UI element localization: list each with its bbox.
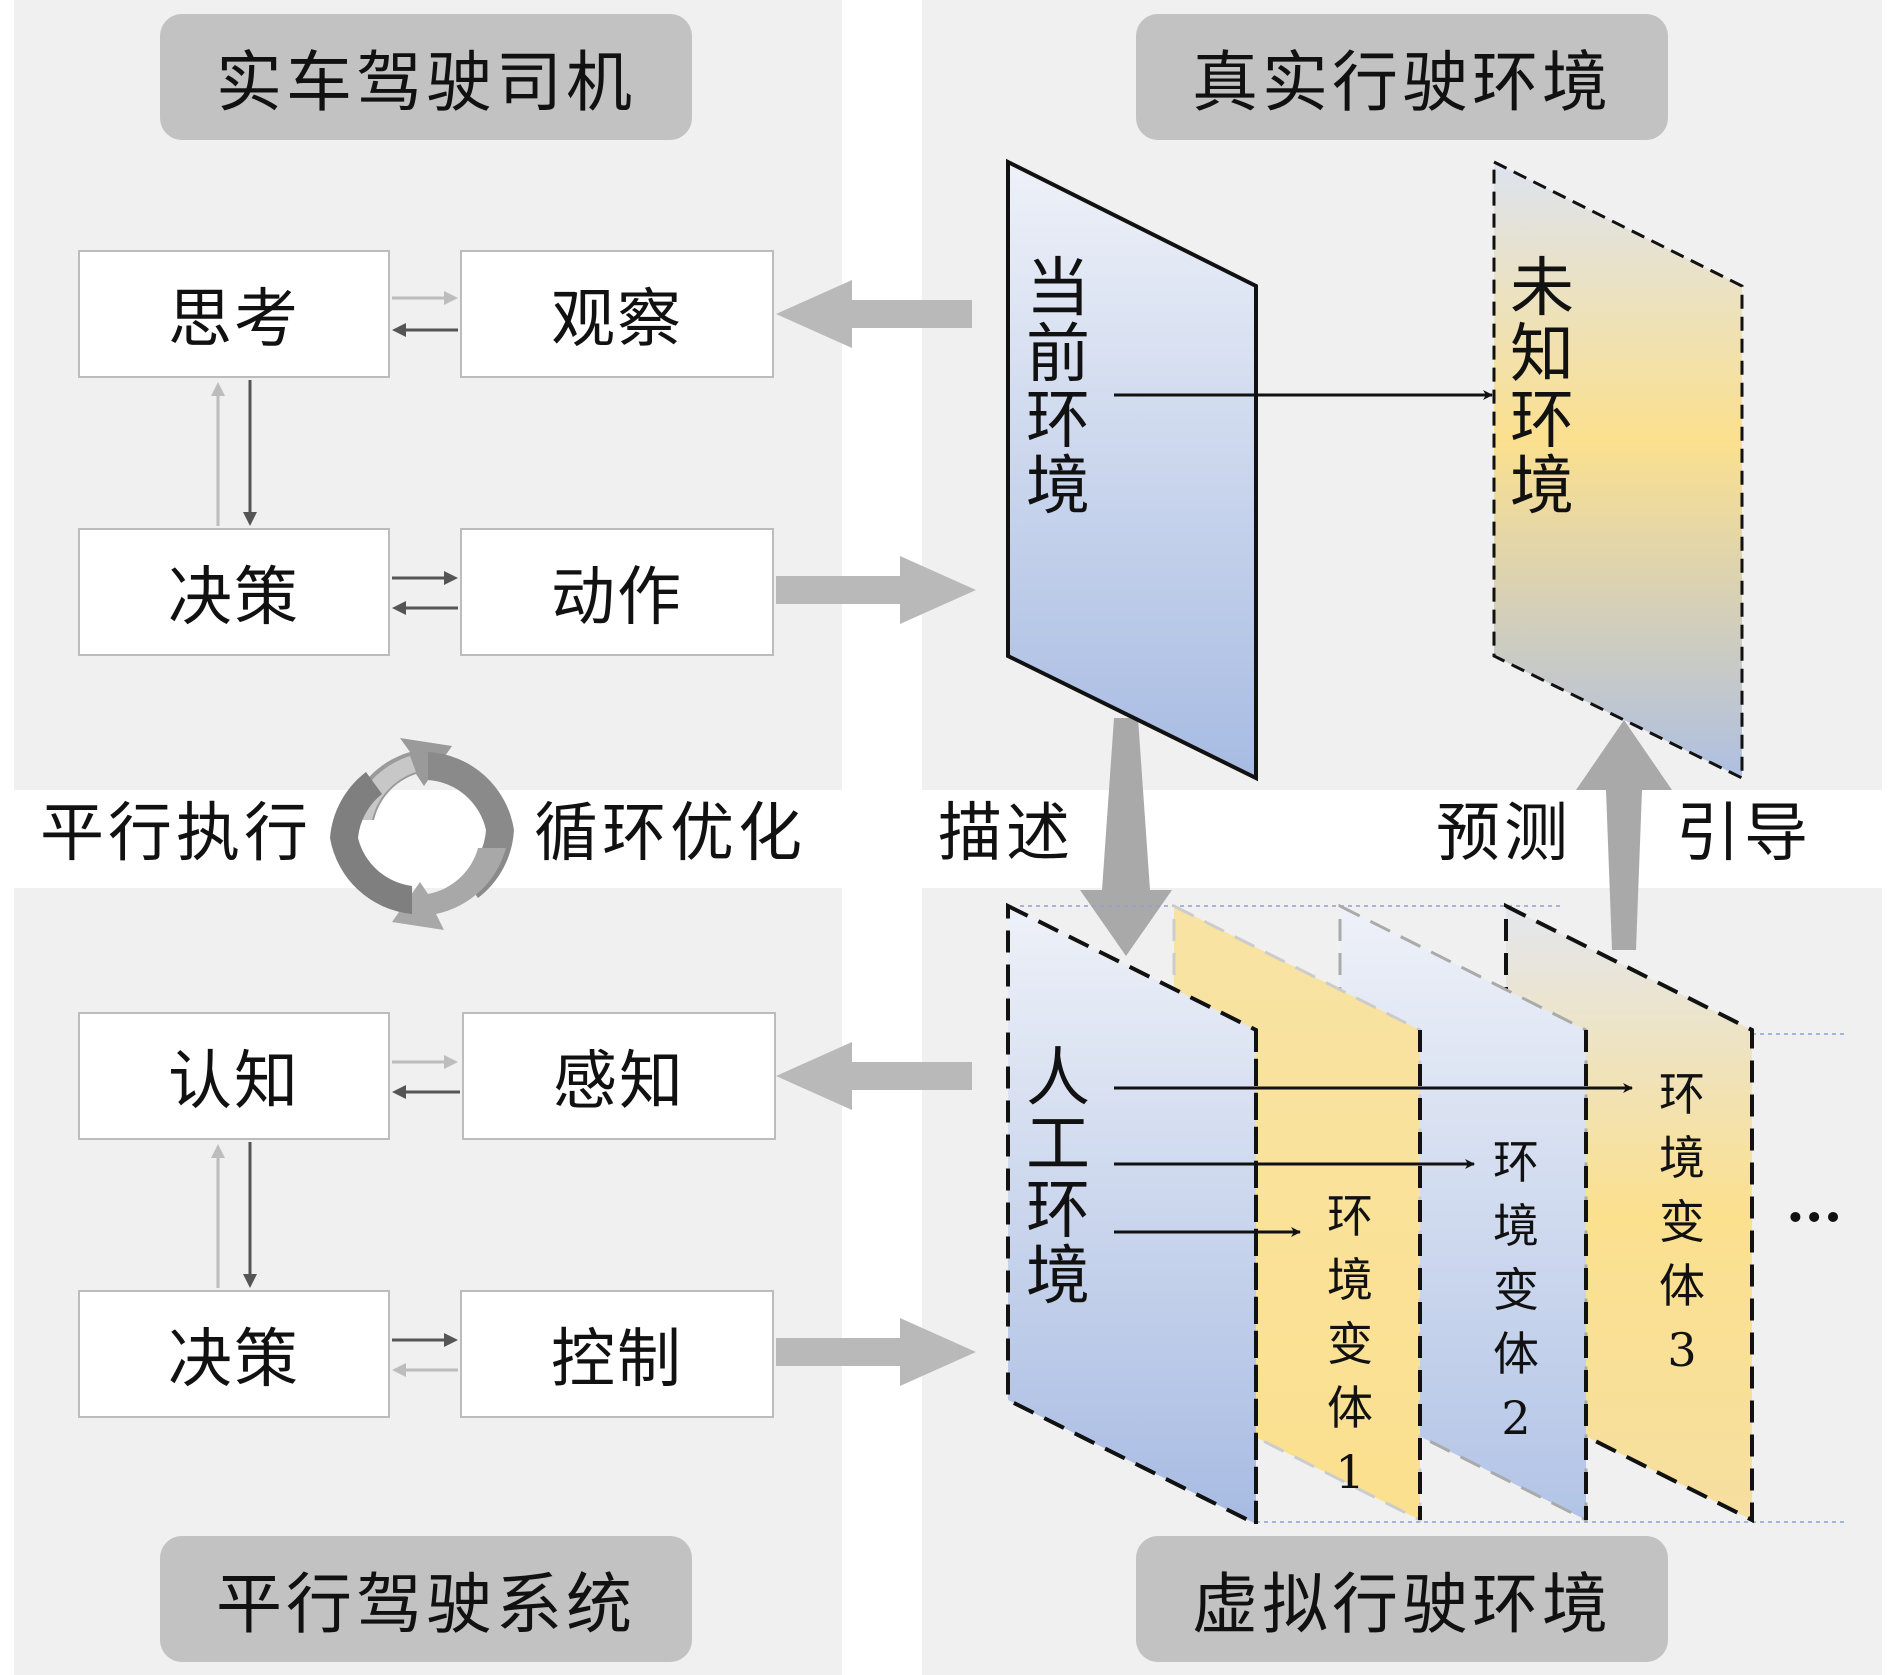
current-env-char: 当 bbox=[1026, 252, 1090, 326]
system-title: 平行驾驶系统 bbox=[160, 1536, 692, 1662]
act-output-arrow bbox=[776, 556, 976, 624]
variant1-char: 环 bbox=[1327, 1189, 1373, 1243]
loop-opt-label: 循环优化 bbox=[534, 797, 806, 871]
perception-box: 感知 bbox=[462, 1012, 776, 1140]
variant1-char: 境 bbox=[1327, 1253, 1373, 1307]
driver-title: 实车驾驶司机 bbox=[160, 14, 692, 140]
control-box: 控制 bbox=[460, 1290, 774, 1418]
variant3-char: 变 bbox=[1659, 1195, 1705, 1249]
block-arrows bbox=[776, 280, 1672, 1386]
current-env-panel bbox=[1006, 158, 1258, 782]
artificial-env-char: 人 bbox=[1026, 1042, 1090, 1116]
variant1-char: 变 bbox=[1327, 1317, 1373, 1371]
describe-arrow bbox=[1080, 718, 1172, 956]
variant3-char: 境 bbox=[1659, 1131, 1705, 1185]
variant2-char: 环 bbox=[1493, 1135, 1539, 1189]
perception-input-arrow bbox=[776, 1042, 972, 1110]
current-env-char: 环 bbox=[1026, 384, 1090, 458]
think-box: 思考 bbox=[78, 250, 390, 378]
variant1-char: 体 bbox=[1327, 1381, 1373, 1435]
unknown-env-char: 知 bbox=[1510, 318, 1574, 392]
system-internal-arrows bbox=[211, 1055, 460, 1377]
variant2-char: 体 bbox=[1493, 1327, 1539, 1381]
variant2-char: 境 bbox=[1493, 1199, 1539, 1253]
current-env-char: 境 bbox=[1026, 450, 1090, 524]
variant3-char: 环 bbox=[1659, 1067, 1705, 1121]
predict-label: 预测 bbox=[1436, 797, 1572, 871]
driver-decide-box: 决策 bbox=[78, 528, 390, 656]
observe-box: 观察 bbox=[460, 250, 774, 378]
variant3-char: 体 bbox=[1659, 1259, 1705, 1313]
loop-icon bbox=[330, 738, 514, 930]
observe-input-arrow bbox=[776, 280, 972, 348]
unknown-env-panel bbox=[1492, 159, 1744, 781]
unknown-env-char: 未 bbox=[1510, 252, 1574, 326]
driver-internal-arrows bbox=[211, 291, 458, 615]
guide-label: 引导 bbox=[1676, 797, 1812, 871]
unknown-env-char: 境 bbox=[1510, 450, 1574, 524]
variant2-char: 变 bbox=[1493, 1263, 1539, 1317]
describe-label: 描述 bbox=[938, 797, 1074, 871]
variant1-char: 1 bbox=[1335, 1445, 1364, 1499]
guide-arrow bbox=[1576, 720, 1672, 950]
real-env-title: 真实行驶环境 bbox=[1136, 14, 1668, 140]
artificial-env-char: 境 bbox=[1026, 1240, 1090, 1314]
virtual-env-title: 虚拟行驶环境 bbox=[1136, 1536, 1668, 1662]
variant3-char: 3 bbox=[1667, 1323, 1696, 1377]
act-box: 动作 bbox=[460, 528, 774, 656]
artificial-env-panel bbox=[1006, 902, 1258, 1528]
unknown-env-char: 环 bbox=[1510, 384, 1574, 458]
parallel-exec-label: 平行执行 bbox=[40, 797, 312, 871]
system-decide-box: 决策 bbox=[78, 1290, 390, 1418]
cognition-box: 认知 bbox=[78, 1012, 390, 1140]
artificial-env-char: 环 bbox=[1026, 1174, 1090, 1248]
ellipsis-label: ··· bbox=[1786, 1185, 1842, 1249]
artificial-env-char: 工 bbox=[1026, 1108, 1090, 1182]
virtual-env-stack bbox=[1006, 902, 1844, 1528]
variant2-char: 2 bbox=[1501, 1391, 1530, 1445]
control-output-arrow bbox=[776, 1318, 976, 1386]
current-env-char: 前 bbox=[1026, 318, 1090, 392]
